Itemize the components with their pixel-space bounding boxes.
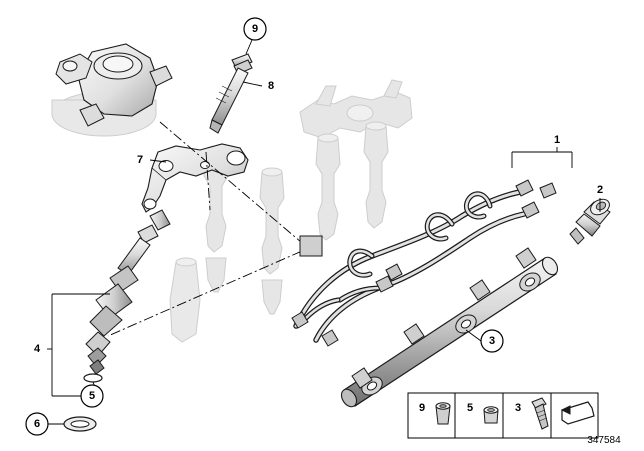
- callout-5: 5: [80, 384, 104, 408]
- legend-label-9: 9: [419, 402, 425, 414]
- callout-7: 7: [137, 154, 143, 166]
- callout-9-label: 9: [252, 23, 258, 35]
- callout-3-label: 3: [489, 335, 495, 347]
- callout-1: 1: [554, 134, 560, 146]
- diagram-part-number: 347584: [587, 435, 621, 446]
- callout-1-label: 1: [554, 134, 560, 146]
- high-pressure-pump: [55, 43, 173, 127]
- callout-5-circle: [80, 384, 104, 408]
- part-7-bracket: [141, 143, 249, 213]
- part-6-o-ring: [63, 416, 97, 432]
- callout-2-label: 2: [597, 184, 603, 196]
- callout-5-label: 5: [89, 390, 95, 402]
- callout-4: 4: [34, 343, 41, 355]
- callout-3-circle: [480, 329, 504, 353]
- callout-8: 8: [268, 80, 274, 92]
- legend-label-3: 3: [515, 402, 521, 414]
- legend-cell-arrow: [560, 401, 595, 425]
- callout-2: 2: [597, 184, 603, 196]
- legend-table: 9 5 3: [407, 392, 599, 439]
- legend-label-5: 5: [467, 402, 473, 414]
- part-9-bolt: [209, 53, 253, 134]
- legend-cell-3: 3: [515, 397, 549, 430]
- callout-6: 6: [25, 412, 49, 436]
- part-1-fuel-lines: [291, 179, 557, 347]
- callout-6-label: 6: [34, 418, 40, 430]
- callout-3: 3: [480, 329, 504, 353]
- callout-4-label: 4: [34, 343, 41, 355]
- callout-9: 9: [243, 17, 267, 41]
- part-3-fuel-rail: [340, 247, 559, 408]
- callout-6-circle: [25, 412, 49, 436]
- legend-cell-5: 5: [467, 402, 499, 424]
- leader-lines: [47, 39, 601, 425]
- legend-cell-9: 9: [419, 402, 451, 425]
- callout-9-circle: [243, 17, 267, 41]
- callout-7-label: 7: [137, 154, 143, 166]
- callout-8-label: 8: [268, 80, 274, 92]
- part-4-injector: [83, 209, 171, 383]
